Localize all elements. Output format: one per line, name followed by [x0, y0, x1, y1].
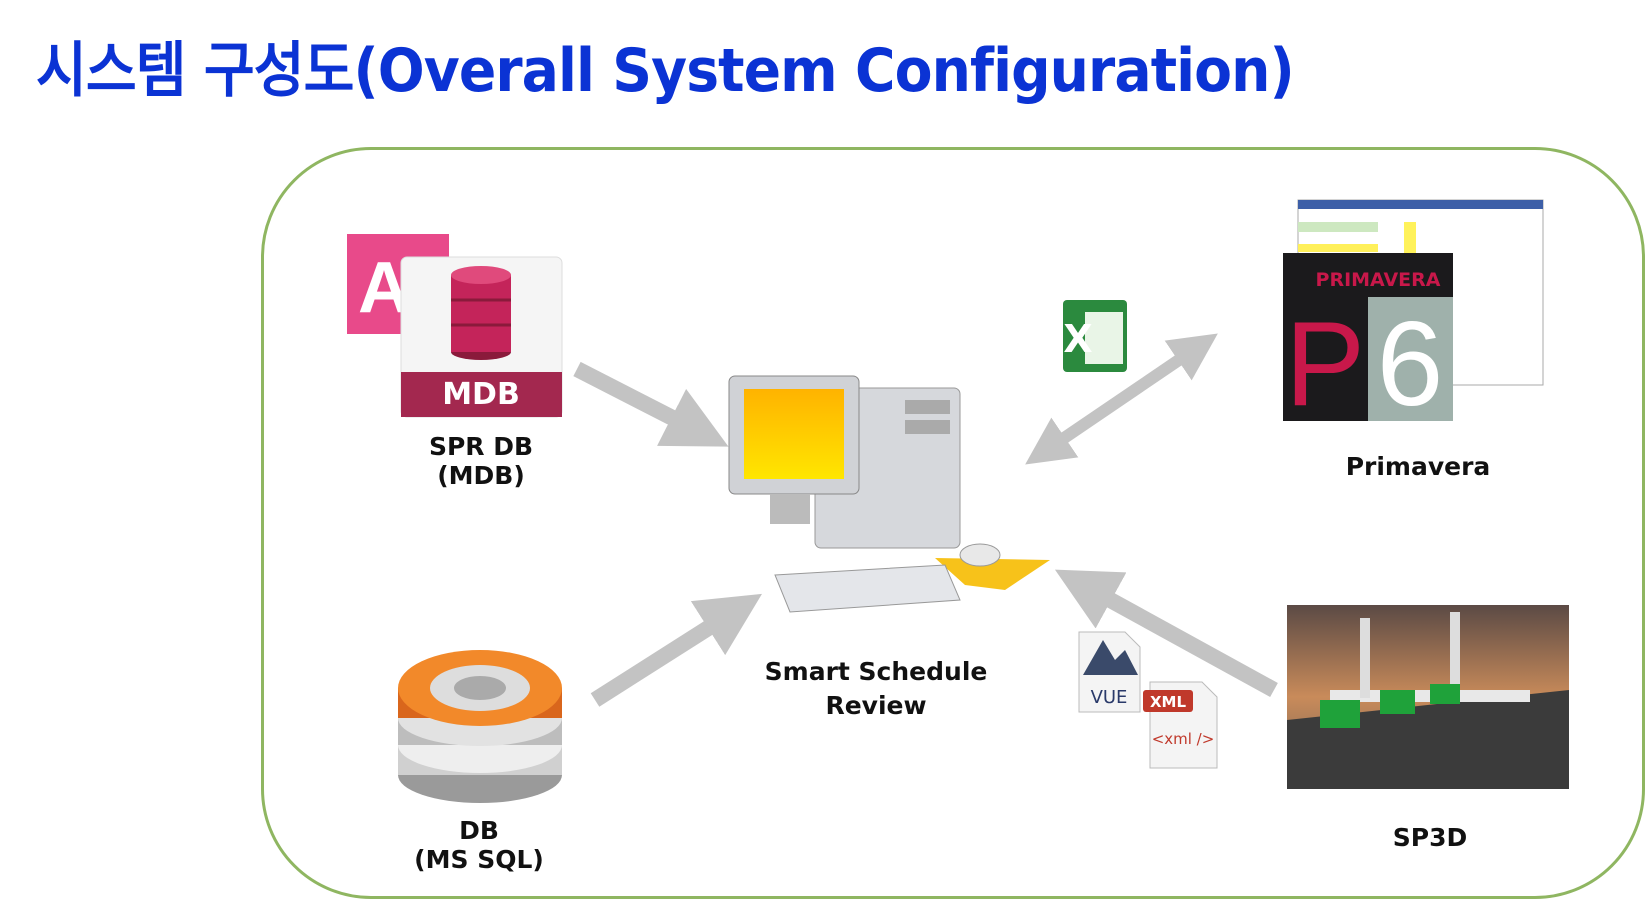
- svg-text:PRIMAVERA: PRIMAVERA: [1316, 269, 1441, 291]
- primavera-label: Primavera: [1345, 452, 1491, 481]
- computer-icon: [728, 375, 1050, 613]
- center-label: Smart Schedule Review: [765, 655, 988, 723]
- page-title: 시스템 구성도(Overall System Configuration): [36, 36, 1295, 106]
- sp3d-image: [1287, 605, 1569, 789]
- svg-text:P: P: [1285, 297, 1365, 431]
- mdb-label: SPR DB (MDB): [429, 432, 533, 490]
- arrow-center-primavera: [1025, 333, 1218, 465]
- arrow-mdb-to-center: [573, 361, 729, 447]
- svg-text:<xml />: <xml />: [1152, 730, 1215, 748]
- access-mdb-icon: A MDB: [347, 234, 563, 418]
- center-label-line1: Smart Schedule: [764, 657, 988, 686]
- mssql-label: DB (MS SQL): [414, 816, 544, 874]
- center-label-line2: Review: [825, 691, 927, 720]
- arrow-mssql-to-center: [590, 593, 763, 707]
- excel-icon: X: [1063, 300, 1127, 372]
- mdb-label-line2: (MDB): [437, 461, 525, 490]
- svg-text:XML: XML: [1150, 693, 1186, 711]
- diagram-frame: [261, 147, 1645, 899]
- mdb-label-line1: SPR DB: [428, 432, 534, 461]
- sp3d-label: SP3D: [1392, 823, 1468, 852]
- svg-text:MDB: MDB: [442, 377, 520, 412]
- primavera-image: PRIMAVERA P 6: [1283, 199, 1544, 431]
- database-stack-icon: [398, 650, 562, 803]
- mssql-label-line1: DB: [459, 816, 499, 845]
- svg-text:X: X: [1063, 317, 1092, 361]
- mssql-label-line2: (MS SQL): [414, 845, 544, 874]
- svg-text:6: 6: [1377, 297, 1444, 431]
- xml-file-icon: XML <xml />: [1143, 681, 1218, 769]
- svg-text:VUE: VUE: [1091, 687, 1128, 708]
- arrow-sp3d-to-center: [1054, 569, 1278, 698]
- vue-file-icon: VUE: [1078, 631, 1141, 713]
